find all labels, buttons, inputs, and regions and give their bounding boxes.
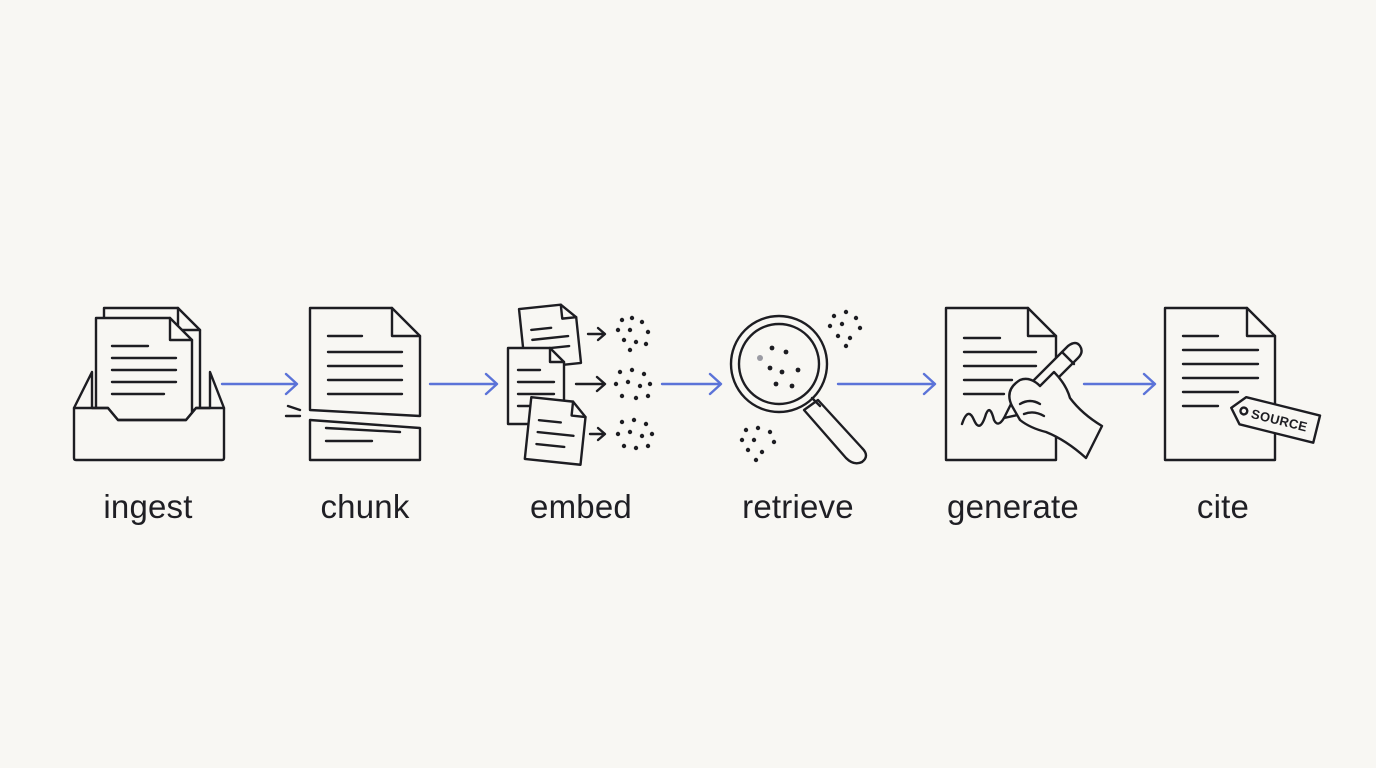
documents-to-vectors-icon xyxy=(506,303,655,466)
step-label-chunk: chunk xyxy=(320,488,410,525)
flow-arrow-2 xyxy=(428,372,499,396)
inbox-tray-documents-icon xyxy=(72,306,226,462)
step-label-ingest: ingest xyxy=(103,488,193,525)
step-label-generate: generate xyxy=(947,488,1079,525)
flow-arrow-5 xyxy=(1082,372,1157,396)
flow-arrow-4 xyxy=(836,372,937,396)
magnifier-search-icon xyxy=(729,309,868,465)
split-document-icon xyxy=(284,306,422,462)
document-with-pen-icon xyxy=(944,306,1104,462)
step-label-cite: cite xyxy=(1196,488,1250,525)
document-with-source-tag-icon: SOURCE xyxy=(1163,306,1322,462)
step-label-embed: embed xyxy=(530,488,632,525)
flow-arrow-3 xyxy=(660,372,723,396)
step-label-retrieve: retrieve xyxy=(742,488,854,525)
flow-arrow-1 xyxy=(220,372,299,396)
